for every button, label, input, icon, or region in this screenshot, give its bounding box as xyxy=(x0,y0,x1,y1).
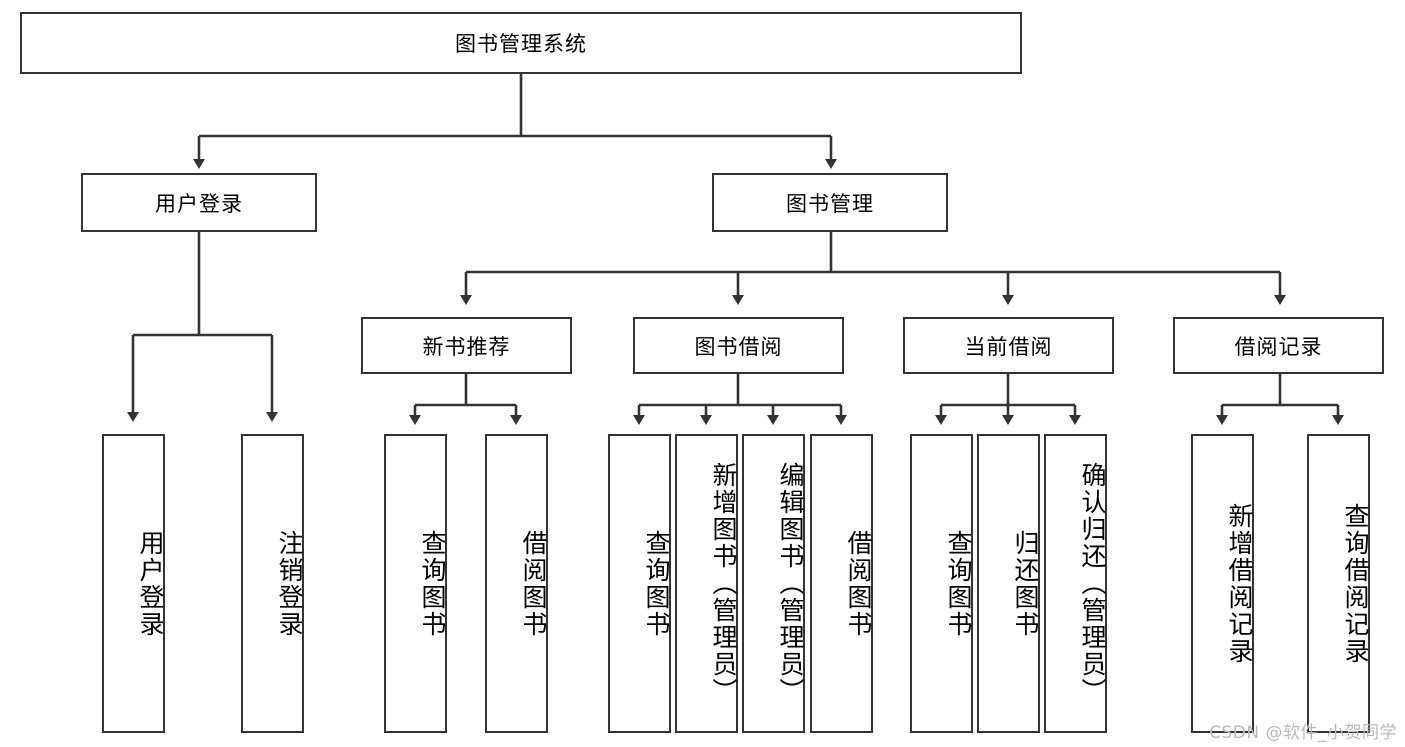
node-leaf-query-record[interactable]: 查询借阅记录 xyxy=(1307,434,1370,733)
node-book-borrow-label: 图书借阅 xyxy=(694,334,783,359)
node-leaf-borrow-book-2-label: 借阅图书 xyxy=(844,529,873,638)
node-leaf-borrow-book-2[interactable]: 借阅图书 xyxy=(810,434,873,733)
node-leaf-query-book-2-label: 查询图书 xyxy=(642,529,671,638)
node-leaf-return-book-label: 归还图书 xyxy=(1011,529,1040,638)
watermark: CSDN @软件_小贺同学 xyxy=(1209,723,1397,743)
node-leaf-query-book-3[interactable]: 查询图书 xyxy=(910,434,973,733)
node-leaf-add-book[interactable]: 新增图书（管理员） xyxy=(675,434,738,733)
node-leaf-logout[interactable]: 注销登录 xyxy=(241,434,304,733)
node-book-manage-label: 图书管理 xyxy=(786,191,874,216)
node-user-login-label: 用户登录 xyxy=(155,191,243,216)
node-user-login[interactable]: 用户登录 xyxy=(81,173,317,232)
node-leaf-add-book-label: 新增图书（管理员） xyxy=(709,462,738,705)
node-new-book-recommend-label: 新书推荐 xyxy=(422,334,511,359)
node-leaf-edit-book-label: 编辑图书（管理员） xyxy=(776,462,805,705)
node-leaf-query-book-3-label: 查询图书 xyxy=(944,529,973,638)
node-leaf-add-record-label: 新增借阅记录 xyxy=(1225,502,1254,665)
node-leaf-query-book-1-label: 查询图书 xyxy=(418,529,447,638)
node-leaf-borrow-book-1[interactable]: 借阅图书 xyxy=(485,434,548,733)
node-leaf-query-record-label: 查询借阅记录 xyxy=(1341,502,1370,665)
node-leaf-confirm-return[interactable]: 确认归还（管理员） xyxy=(1044,434,1107,733)
node-leaf-query-book-1[interactable]: 查询图书 xyxy=(384,434,447,733)
node-leaf-return-book[interactable]: 归还图书 xyxy=(977,434,1040,733)
node-leaf-query-book-2[interactable]: 查询图书 xyxy=(608,434,671,733)
node-leaf-edit-book[interactable]: 编辑图书（管理员） xyxy=(742,434,805,733)
node-leaf-add-record[interactable]: 新增借阅记录 xyxy=(1191,434,1254,733)
node-leaf-borrow-book-1-label: 借阅图书 xyxy=(519,529,548,638)
node-leaf-user-login-label: 用户登录 xyxy=(136,529,165,638)
node-root-label: 图书管理系统 xyxy=(455,32,587,56)
node-leaf-logout-label: 注销登录 xyxy=(275,529,304,638)
node-root[interactable]: 图书管理系统 xyxy=(20,12,1022,74)
node-book-manage[interactable]: 图书管理 xyxy=(712,173,948,232)
node-book-borrow[interactable]: 图书借阅 xyxy=(633,317,844,374)
node-current-borrow[interactable]: 当前借阅 xyxy=(903,317,1114,374)
node-new-book-recommend[interactable]: 新书推荐 xyxy=(361,317,572,374)
node-leaf-confirm-return-label: 确认归还（管理员） xyxy=(1078,462,1107,705)
node-borrow-record[interactable]: 借阅记录 xyxy=(1173,317,1384,374)
node-leaf-user-login[interactable]: 用户登录 xyxy=(102,434,165,733)
node-current-borrow-label: 当前借阅 xyxy=(964,334,1053,359)
node-borrow-record-label: 借阅记录 xyxy=(1234,334,1323,359)
